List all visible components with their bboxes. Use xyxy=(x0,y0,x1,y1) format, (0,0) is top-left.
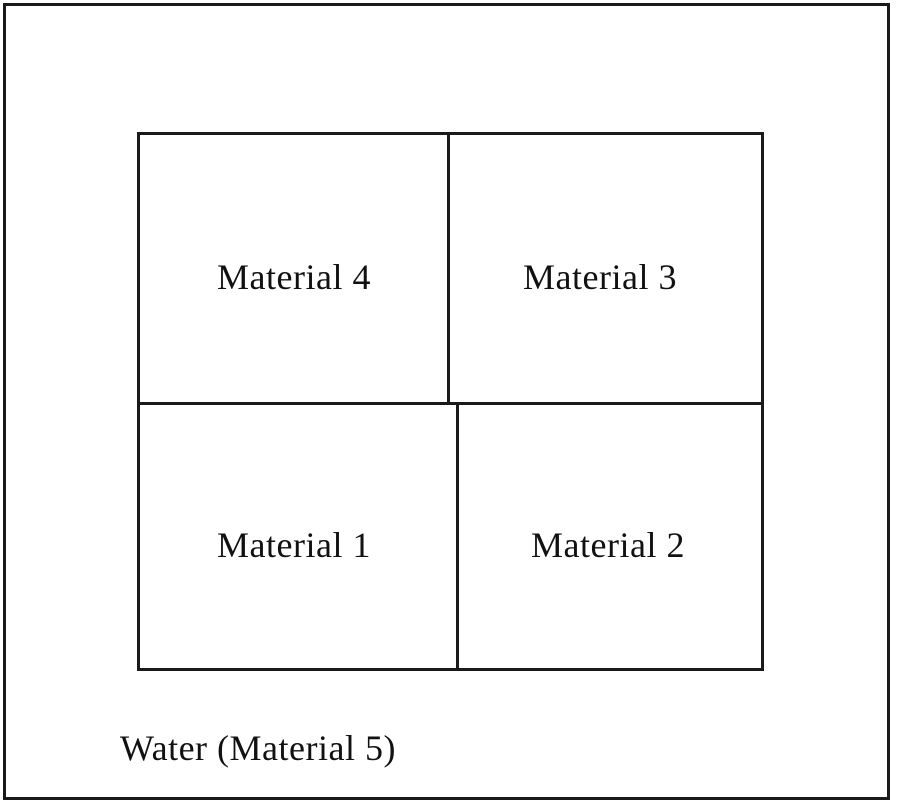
vertical-divider-upper xyxy=(447,132,450,404)
water-material-5-label: Water (Material 5) xyxy=(120,728,396,768)
outer-frame xyxy=(3,3,890,800)
material-grid xyxy=(137,132,764,671)
material-4-label: Material 4 xyxy=(217,257,371,297)
material-3-label: Material 3 xyxy=(523,257,677,297)
material-2-label: Material 2 xyxy=(531,525,685,565)
vertical-divider-lower xyxy=(456,404,459,671)
material-1-label: Material 1 xyxy=(217,525,371,565)
horizontal-divider xyxy=(137,402,764,405)
